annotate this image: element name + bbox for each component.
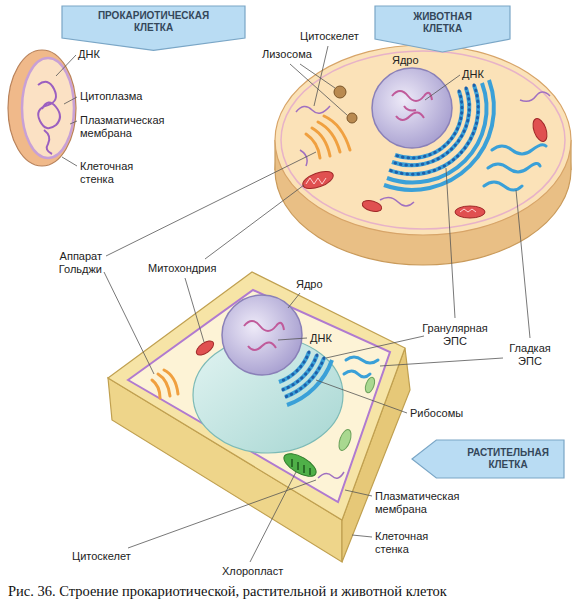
leader-line bbox=[425, 75, 460, 100]
grana bbox=[292, 459, 310, 475]
banner-outline bbox=[62, 6, 245, 50]
leader-line bbox=[185, 278, 204, 342]
part-label: Цитоскелет bbox=[72, 550, 131, 563]
leader-line bbox=[316, 380, 407, 413]
plasma-membrane bbox=[128, 290, 390, 502]
part-label: ДНК bbox=[310, 332, 332, 345]
animal-cell bbox=[275, 45, 571, 265]
banner-outline bbox=[412, 440, 564, 478]
chloroplast bbox=[280, 449, 319, 481]
part-label: Клеточная стенка bbox=[80, 160, 146, 186]
plasma-membrane bbox=[281, 51, 565, 229]
banner-text-box: РАСТИТЕЛЬНАЯ КЛЕТКА bbox=[458, 447, 558, 471]
leader-line bbox=[278, 338, 307, 340]
mitochondrion bbox=[455, 206, 485, 218]
smooth-er bbox=[344, 357, 378, 377]
part-label: Ядро bbox=[296, 278, 323, 291]
banner-text-box: ПРОКАРИОТИЧЕСКАЯ КЛЕТКА bbox=[94, 10, 214, 34]
cytoskeleton bbox=[318, 472, 344, 478]
leader-line bbox=[288, 293, 300, 308]
banner-arrow: ЖИВОТНАЯ КЛЕТКА bbox=[375, 6, 510, 52]
part-label: Ядро bbox=[392, 54, 419, 67]
cell-top bbox=[275, 45, 571, 235]
part-label: ДНК bbox=[462, 68, 484, 81]
cell-wall bbox=[8, 50, 76, 166]
part-label: Цитоплазма bbox=[80, 90, 142, 103]
mitochondrion bbox=[530, 117, 549, 144]
part-label: Лизосома bbox=[262, 48, 312, 61]
nucleus bbox=[372, 68, 452, 148]
golgi-apparatus bbox=[152, 370, 178, 398]
leader-line bbox=[352, 535, 372, 537]
lysosome bbox=[347, 113, 357, 123]
part-label: Плазматическая мембрана bbox=[375, 490, 471, 516]
part-label: Хлоропласт bbox=[222, 565, 283, 578]
part-label: Клеточная стенка bbox=[375, 530, 445, 556]
leader-line bbox=[300, 64, 335, 88]
leader-line bbox=[70, 121, 77, 124]
leader-line bbox=[128, 480, 316, 548]
leader-line bbox=[345, 490, 372, 496]
banner-arrow: ПРОКАРИОТИЧЕСКАЯ КЛЕТКА bbox=[62, 6, 245, 50]
dna-strand bbox=[244, 321, 284, 350]
leader-lines bbox=[56, 46, 530, 562]
part-label: ДНК bbox=[78, 48, 100, 61]
leader-line bbox=[380, 358, 503, 366]
part-label: Гранулярная ЭПС bbox=[416, 322, 494, 348]
leader-line bbox=[62, 157, 77, 166]
chloroplast bbox=[337, 428, 354, 452]
banner-arrow: РАСТИТЕЛЬНАЯ КЛЕТКА bbox=[412, 440, 564, 478]
nucleus bbox=[222, 295, 302, 375]
chloroplast bbox=[364, 376, 377, 394]
mitochondrion bbox=[301, 168, 336, 192]
smooth-er bbox=[484, 145, 546, 190]
dna-strand bbox=[392, 91, 432, 120]
banner-text-box: ЖИВОТНАЯ КЛЕТКА bbox=[403, 11, 483, 35]
cristae bbox=[306, 178, 476, 212]
banner-outline bbox=[375, 6, 510, 52]
leader-line bbox=[205, 185, 304, 259]
part-label: Плазматическая мембрана bbox=[80, 114, 176, 140]
mitochondrion bbox=[194, 338, 216, 358]
ribosomes bbox=[389, 85, 478, 174]
banner-shape bbox=[412, 440, 564, 478]
part-label: Цитоскелет bbox=[300, 30, 359, 43]
part-label: Рибосомы bbox=[410, 407, 463, 420]
golgi-apparatus bbox=[306, 116, 350, 158]
leader-line bbox=[104, 272, 154, 374]
rough-er bbox=[279, 352, 332, 405]
leader-line bbox=[64, 97, 77, 104]
banner-text: ПРОКАРИОТИЧЕСКАЯ КЛЕТКА bbox=[94, 10, 214, 34]
cut-face bbox=[22, 58, 74, 158]
part-label: Аппарат Гольджи bbox=[36, 250, 102, 276]
leader-line bbox=[516, 190, 530, 338]
leader-line bbox=[314, 46, 328, 106]
rough-er bbox=[384, 80, 494, 190]
mitochondrion bbox=[361, 199, 383, 214]
banner-text: РАСТИТЕЛЬНАЯ КЛЕТКА bbox=[458, 447, 558, 471]
lysosome bbox=[334, 86, 346, 98]
ribosomes bbox=[279, 352, 324, 397]
figure-caption: Рис. 36. Строение прокариотической, раст… bbox=[8, 583, 447, 600]
leader-line bbox=[106, 152, 316, 256]
part-label: Гладкая ЭПС bbox=[502, 342, 558, 368]
leader-line bbox=[250, 472, 296, 562]
leader-line bbox=[326, 336, 424, 358]
banner-text: ЖИВОТНАЯ КЛЕТКА bbox=[403, 11, 483, 35]
leader-line bbox=[446, 168, 455, 318]
plant-cell bbox=[108, 272, 410, 562]
leader-line bbox=[56, 55, 76, 76]
prokaryote-cell bbox=[8, 50, 76, 166]
part-label: Митохондрия bbox=[148, 262, 216, 275]
er-network bbox=[384, 80, 546, 190]
dna-strand bbox=[38, 82, 60, 154]
leader-line bbox=[290, 64, 347, 115]
